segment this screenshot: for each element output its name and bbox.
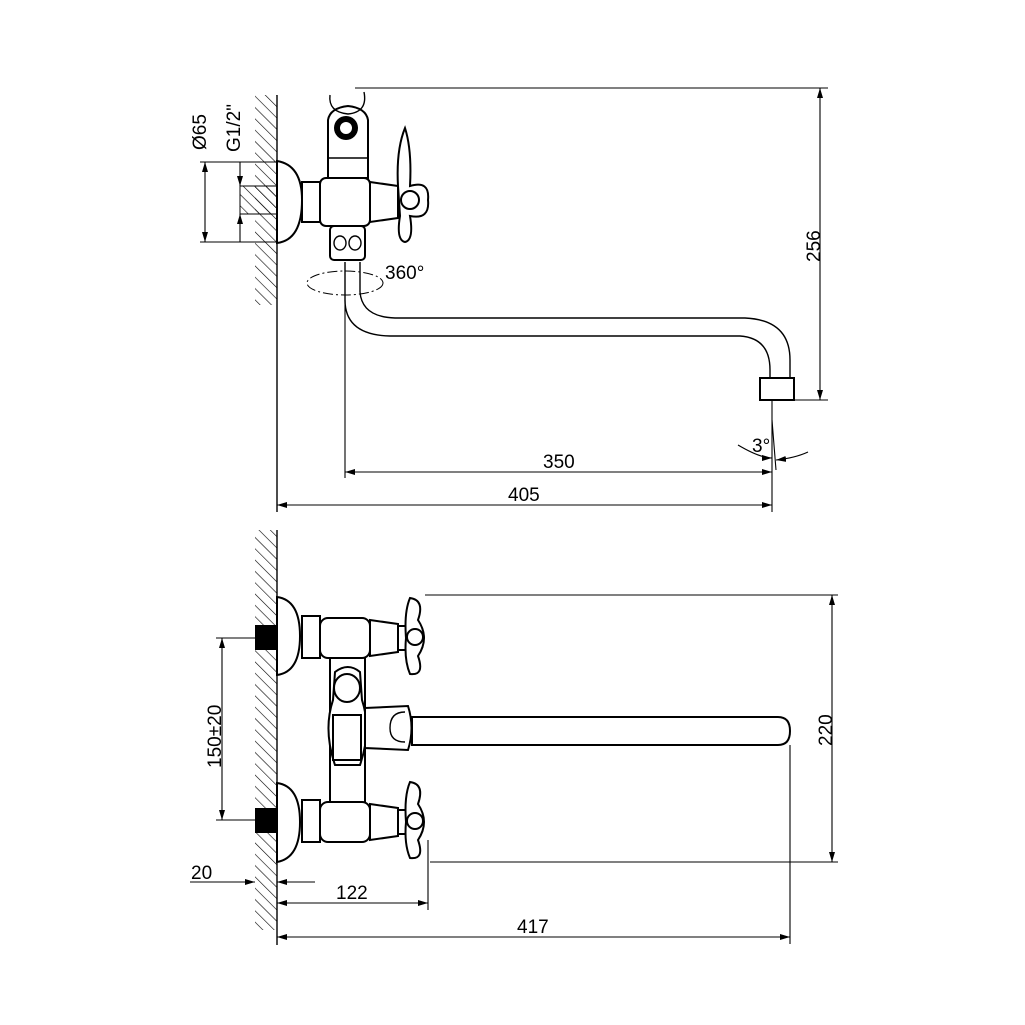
depth-label: 405 (508, 485, 540, 506)
escutcheon-upper (276, 595, 302, 677)
total-depth-label: 417 (517, 917, 549, 938)
spout-inner (359, 262, 791, 380)
thread-label: G1/2" (224, 104, 245, 152)
handle-depth-label: 122 (336, 883, 368, 904)
valve-body (319, 177, 371, 227)
thread-lower (255, 808, 277, 833)
escutcheon-lower (276, 781, 302, 864)
height-label: 220 (816, 714, 837, 746)
angle-arc (737, 444, 773, 461)
spout-pipe (411, 716, 792, 746)
rotation-label: 360° (385, 263, 424, 284)
body-lower (319, 801, 371, 843)
wall-hatch (255, 530, 277, 930)
aerator (759, 377, 795, 401)
holder-clip (329, 91, 366, 115)
spout-outer (344, 262, 771, 382)
nut (301, 181, 321, 223)
height-label: 256 (804, 230, 825, 262)
rotation-ellipse (306, 270, 384, 296)
side-view: 360° Ø65 G1/2" 256 350 405 3° (190, 87, 828, 512)
spout-nut (329, 225, 366, 261)
thread-upper (255, 625, 277, 650)
escutcheon (276, 159, 304, 245)
inlet-spacing-label: 150±20 (205, 705, 226, 768)
handle-stem (369, 180, 399, 224)
handle-hub (400, 190, 420, 210)
top-view: 150±20 220 20 122 417 (190, 530, 838, 945)
angle-label: 3° (752, 436, 770, 457)
body-upper (319, 617, 371, 659)
cross-handle (396, 125, 430, 244)
diameter-label: Ø65 (190, 114, 211, 150)
nut-lower (301, 799, 321, 843)
thread-inlet (239, 185, 278, 215)
wall-offset-label: 20 (191, 863, 212, 884)
nut-upper (301, 615, 321, 659)
reach-label: 350 (543, 452, 575, 473)
